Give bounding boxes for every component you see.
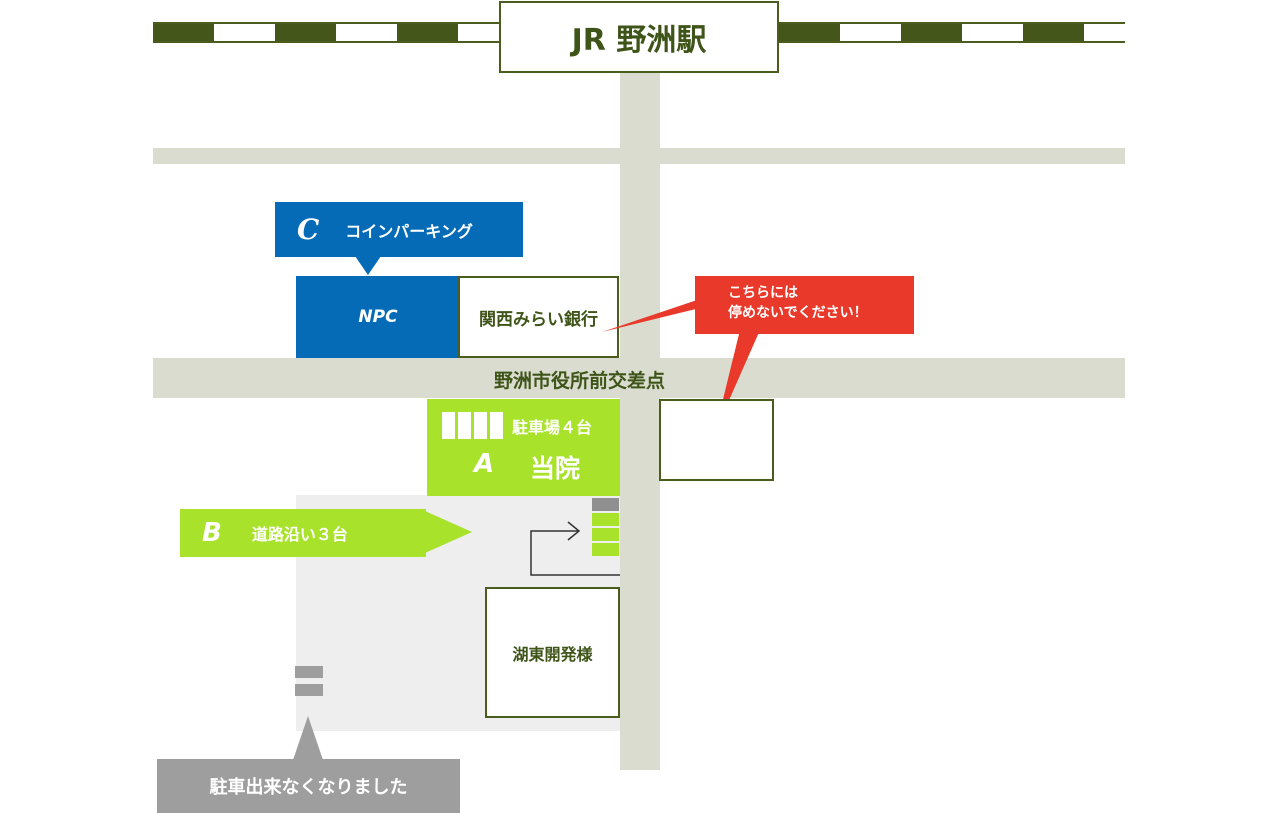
npc-lot: NPC xyxy=(296,276,460,358)
intersection-label: 野洲市役所前交差点 xyxy=(494,370,666,392)
parking-b-callout: B 道路沿い３台 xyxy=(180,509,426,557)
callout-pointer-c xyxy=(355,256,381,275)
roadside-space xyxy=(592,513,619,526)
warning-line1: こちらには xyxy=(728,285,798,301)
roadside-space xyxy=(592,543,619,556)
warning-line2: 停めないでください！ xyxy=(728,305,868,321)
clinic-letter: A xyxy=(474,449,495,479)
closed-space xyxy=(295,684,323,696)
neighbor-name: 湖東開発様 xyxy=(512,644,593,664)
parking-spaces-icon xyxy=(442,412,503,439)
parking-c-callout: C コインパーキング xyxy=(275,202,523,257)
parking-b-letter: B xyxy=(202,518,222,548)
parking-c-letter: C xyxy=(297,213,320,246)
clinic-block: 駐車場４台 A 当院 xyxy=(427,399,620,496)
station-name: JR 野洲駅 xyxy=(571,23,707,58)
bank-building: 関西みらい銀行 xyxy=(458,276,619,358)
roadside-space xyxy=(592,528,619,541)
callout-pointer-b xyxy=(425,511,472,553)
road-vertical xyxy=(620,73,660,770)
callout-pointer-closed xyxy=(293,716,323,760)
bank-name: 関西みらい銀行 xyxy=(479,309,598,330)
npc-label: NPC xyxy=(358,307,398,327)
closed-parking-label: 駐車出来なくなりました xyxy=(209,777,408,798)
roadside-space-closed xyxy=(592,498,619,511)
road-main xyxy=(153,358,1125,398)
warning-callout: こちらには 停めないでください！ xyxy=(695,276,914,334)
station-box: JR 野洲駅 xyxy=(499,1,779,73)
clinic-parking-label: 駐車場４台 xyxy=(512,418,593,437)
railway-left xyxy=(153,22,499,43)
closed-space xyxy=(295,666,323,678)
neighbor-building: 湖東開発様 xyxy=(485,587,620,718)
closed-parking-callout: 駐車出来なくなりました xyxy=(157,759,460,813)
clinic-name: 当院 xyxy=(530,454,581,483)
parking-b-label: 道路沿い３台 xyxy=(251,525,348,544)
road-north xyxy=(153,148,1125,164)
no-parking-area xyxy=(659,399,774,481)
railway-right xyxy=(779,22,1125,43)
parking-c-label: コインパーキング xyxy=(345,221,473,241)
